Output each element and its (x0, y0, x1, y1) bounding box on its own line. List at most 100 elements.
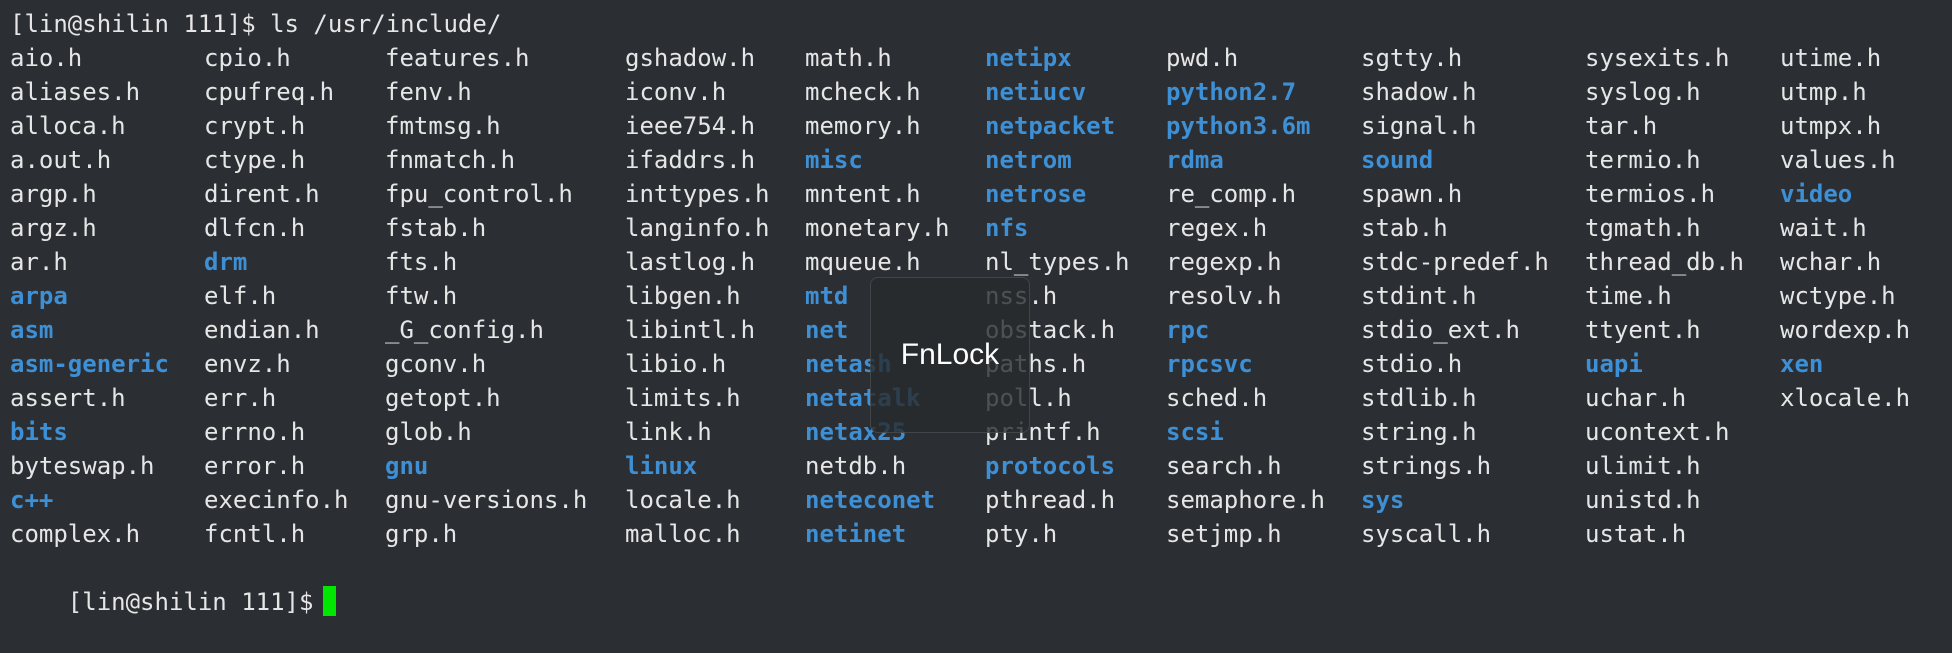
file-entry: sgtty.h (1361, 44, 1463, 72)
file-entry: inttypes.h (625, 180, 770, 208)
directory-entry: xen (1780, 350, 1824, 378)
directory-entry: linux (625, 452, 698, 480)
file-entry: syslog.h (1585, 78, 1701, 106)
directory-entry: protocols (985, 452, 1116, 480)
file-entry: strings.h (1361, 452, 1492, 480)
file-entry: ustat.h (1585, 520, 1687, 548)
file-entry: alloca.h (10, 112, 126, 140)
file-entry: time.h (1585, 282, 1672, 310)
directory-entry: gnu (385, 452, 429, 480)
fnlock-label: FnLock (900, 338, 1000, 371)
file-entry: termio.h (1585, 146, 1701, 174)
file-entry: libio.h (625, 350, 727, 378)
directory-entry: net (805, 316, 849, 344)
file-entry: crypt.h (204, 112, 306, 140)
file-entry: search.h (1166, 452, 1282, 480)
file-entry: syscall.h (1361, 520, 1492, 548)
directory-entry: netipx (985, 44, 1072, 72)
file-entry: xlocale.h (1780, 384, 1911, 412)
file-entry: thread_db.h (1585, 248, 1744, 276)
file-entry: pwd.h (1166, 44, 1239, 72)
file-entry: pthread.h (985, 486, 1116, 514)
file-entry: elf.h (204, 282, 277, 310)
file-entry: dlfcn.h (204, 214, 306, 242)
file-entry: shadow.h (1361, 78, 1477, 106)
file-entry: ar.h (10, 248, 68, 276)
file-entry: limits.h (625, 384, 741, 412)
file-entry: getopt.h (385, 384, 501, 412)
file-entry: byteswap.h (10, 452, 155, 480)
file-entry: assert.h (10, 384, 126, 412)
file-entry: stdio.h (1361, 350, 1463, 378)
file-entry: semaphore.h (1166, 486, 1325, 514)
file-entry: errno.h (204, 418, 306, 446)
file-entry: values.h (1780, 146, 1896, 174)
file-entry: cpufreq.h (204, 78, 335, 106)
file-entry: argz.h (10, 214, 97, 242)
file-entry: fcntl.h (204, 520, 306, 548)
file-entry: stdlib.h (1361, 384, 1477, 412)
prompt-text: [lin@shilin 111]$ (67, 588, 314, 616)
directory-entry: python3.6m (1166, 112, 1311, 140)
file-entry: glob.h (385, 418, 472, 446)
file-entry: ftw.h (385, 282, 458, 310)
file-entry: gconv.h (385, 350, 487, 378)
file-entry: locale.h (625, 486, 741, 514)
file-entry: gshadow.h (625, 44, 756, 72)
file-entry: wordexp.h (1780, 316, 1911, 344)
file-entry: mqueue.h (805, 248, 921, 276)
file-entry: lastlog.h (625, 248, 756, 276)
file-entry: fmtmsg.h (385, 112, 501, 140)
directory-entry: neteconet (805, 486, 936, 514)
file-entry: cpio.h (204, 44, 291, 72)
directory-entry: sys (1361, 486, 1405, 514)
file-entry: wait.h (1780, 214, 1867, 242)
terminal-window[interactable]: [lin@shilin 111]$ ls /usr/include/ aio.h… (0, 0, 1952, 616)
file-entry: utmp.h (1780, 78, 1867, 106)
file-entry: fenv.h (385, 78, 472, 106)
file-entry: spawn.h (1361, 180, 1463, 208)
file-entry: fstab.h (385, 214, 487, 242)
file-entry: complex.h (10, 520, 141, 548)
file-entry: ucontext.h (1585, 418, 1730, 446)
directory-entry: netinet (805, 520, 907, 548)
directory-entry: drm (204, 248, 248, 276)
file-entry: langinfo.h (625, 214, 770, 242)
directory-entry: scsi (1166, 418, 1224, 446)
file-entry: libgen.h (625, 282, 741, 310)
directory-entry: netrom (985, 146, 1072, 174)
file-entry: resolv.h (1166, 282, 1282, 310)
file-entry: aio.h (10, 44, 83, 72)
command-prompt-line: [lin@shilin 111]$ ls /usr/include/ (10, 10, 502, 38)
file-entry: regex.h (1166, 214, 1268, 242)
file-entry: nl_types.h (985, 248, 1130, 276)
directory-entry: python2.7 (1166, 78, 1297, 106)
file-entry: stab.h (1361, 214, 1448, 242)
file-entry: pty.h (985, 520, 1058, 548)
file-entry: err.h (204, 384, 277, 412)
directory-entry: nfs (985, 214, 1029, 242)
file-entry: _G_config.h (385, 316, 544, 344)
file-entry: stdint.h (1361, 282, 1477, 310)
file-entry: tgmath.h (1585, 214, 1701, 242)
file-entry: link.h (625, 418, 712, 446)
file-entry: uchar.h (1585, 384, 1687, 412)
file-entry: utmpx.h (1780, 112, 1882, 140)
file-entry: wchar.h (1780, 248, 1882, 276)
current-prompt-line[interactable]: [lin@shilin 111]$ (10, 551, 337, 616)
file-entry: memory.h (805, 112, 921, 140)
file-entry: libintl.h (625, 316, 756, 344)
directory-entry: rdma (1166, 146, 1224, 174)
file-entry: argp.h (10, 180, 97, 208)
file-entry: aliases.h (10, 78, 141, 106)
fnlock-indicator: FnLock (870, 277, 1030, 433)
cursor-block (323, 586, 337, 616)
directory-entry: bits (10, 418, 68, 446)
